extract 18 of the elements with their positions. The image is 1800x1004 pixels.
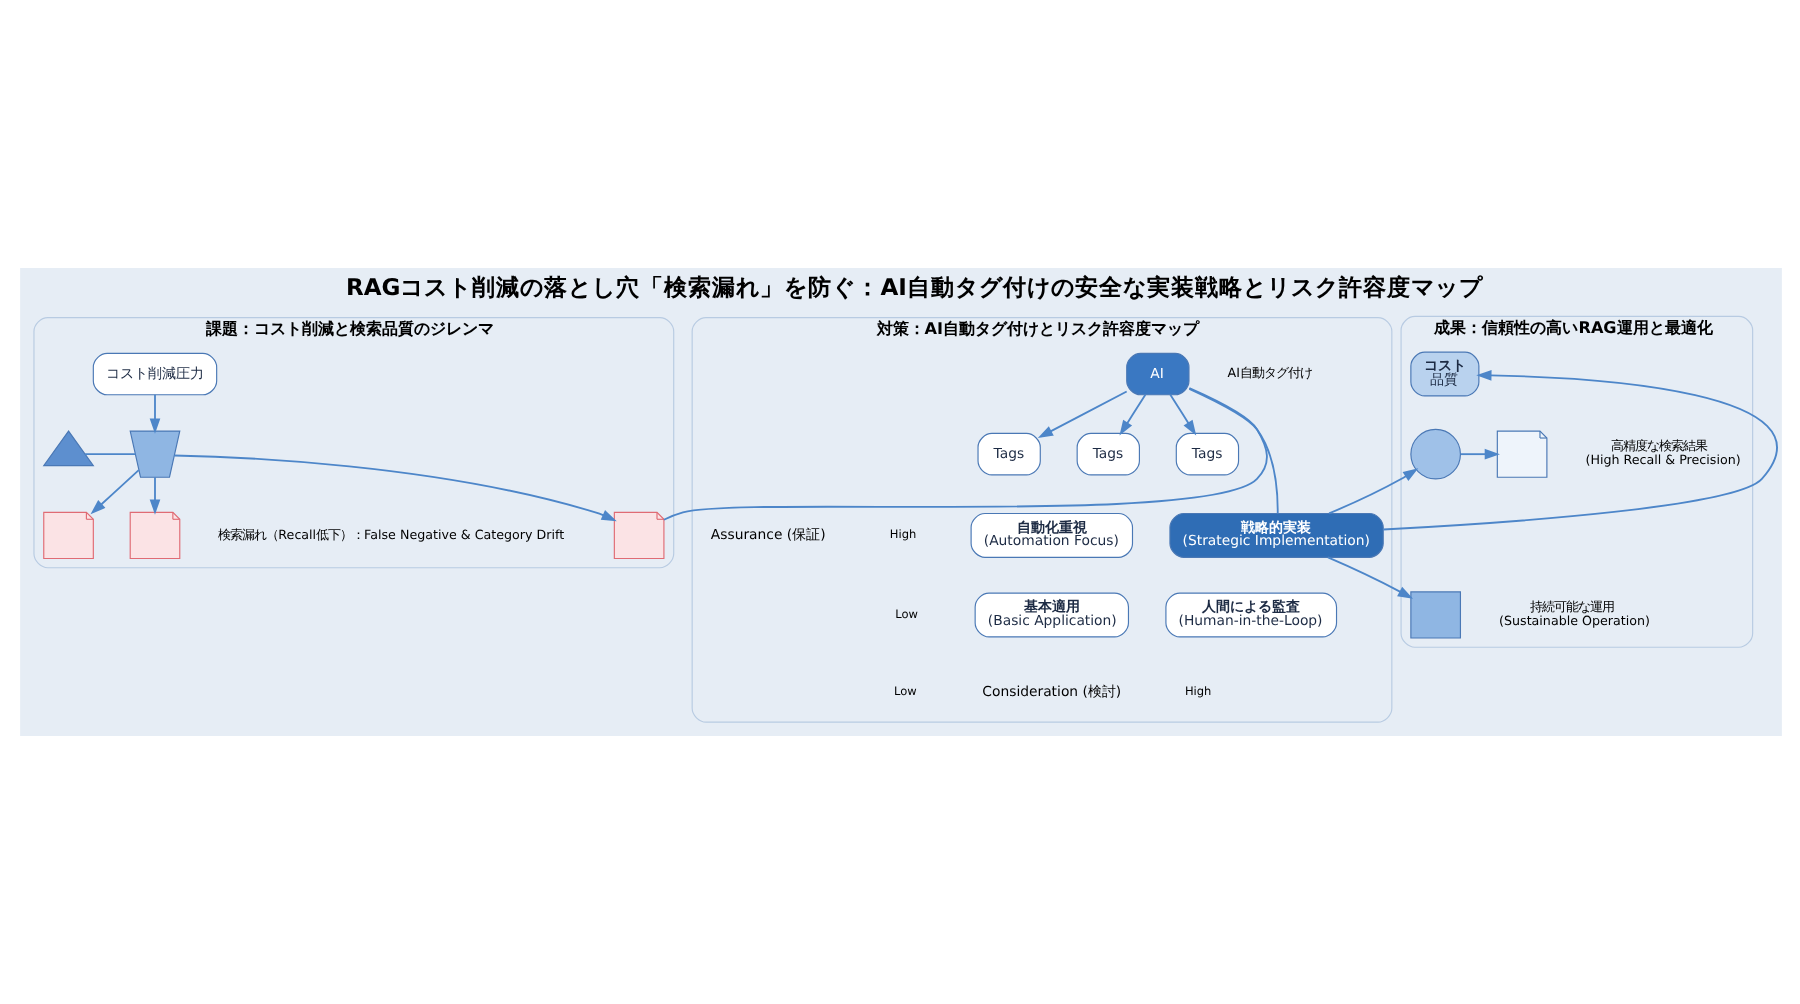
node-bar bbox=[1409, 591, 1460, 639]
arrow bbox=[1118, 393, 1146, 436]
diagram-title: RAGコスト削減の落とし穴「検索漏れ」を防ぐ：AI自動タグ付けの安全な実装戦略とリスク許容度マップ bbox=[344, 272, 1482, 301]
connector bbox=[1187, 387, 1278, 515]
connector bbox=[662, 387, 1267, 521]
arrow bbox=[89, 469, 139, 515]
node-funnel bbox=[128, 430, 180, 478]
arrow bbox=[1168, 393, 1196, 436]
node-circle bbox=[1409, 428, 1460, 480]
arrow bbox=[1326, 556, 1413, 599]
arrow bbox=[148, 476, 160, 515]
connector bbox=[83, 453, 136, 456]
arrow bbox=[1458, 448, 1499, 460]
arrow bbox=[1036, 390, 1127, 438]
arrow bbox=[1327, 468, 1418, 515]
arrow bbox=[1381, 370, 1777, 531]
node-triangle bbox=[41, 430, 94, 467]
arrow bbox=[148, 393, 160, 434]
